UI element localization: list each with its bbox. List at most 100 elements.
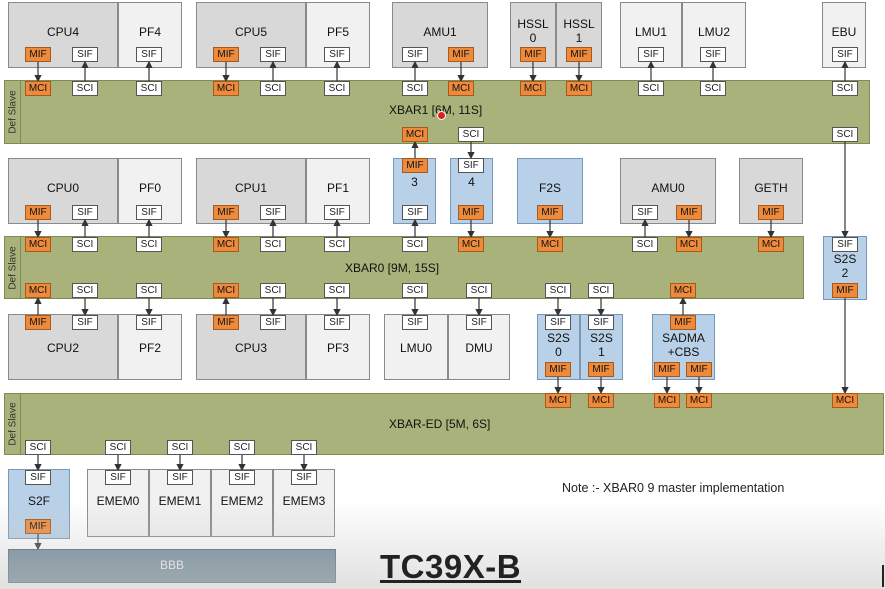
s2s3-mci-port: MCI: [402, 127, 428, 142]
xbared-def-slave: Def Slave: [5, 394, 21, 454]
text-cursor: [882, 565, 884, 587]
hssl0-mci-port: MCI: [520, 81, 546, 96]
s2s4-sif-port: SIF: [458, 158, 484, 173]
f2s-mif-port: MIF: [537, 205, 563, 220]
xbar1-s2s2-sci-port: SCI: [832, 127, 858, 142]
amu0-mci-port: MCI: [676, 237, 702, 252]
note-text: Note :- XBAR0 9 master implementation: [562, 481, 785, 495]
cpu5-sci-port: SCI: [260, 81, 286, 96]
cpu0-block: CPU0: [8, 158, 118, 224]
s2s3-sci-port: SCI: [402, 237, 428, 252]
lmu2-sif-port: SIF: [700, 47, 726, 62]
ebu-sci-port: SCI: [832, 81, 858, 96]
cpu5-label: CPU5: [234, 25, 267, 39]
cpu1-mif-port: MIF: [213, 205, 239, 220]
hssl1-mci-port: MCI: [566, 81, 592, 96]
pf2-label: PF2: [138, 341, 161, 355]
pf1-sci-port: SCI: [324, 237, 350, 252]
cpu0-sif-port: SIF: [72, 205, 98, 220]
cpu5-mci-port: MCI: [213, 81, 239, 96]
pf4-sci-port: SCI: [136, 81, 162, 96]
emem3-sci-port: SCI: [291, 440, 317, 455]
def-slave-label: Def Slave: [7, 245, 18, 290]
sadma-b-mci-port: MCI: [686, 393, 712, 408]
cpu4-sci-port: SCI: [72, 81, 98, 96]
cpu3-sci-port: SCI: [260, 283, 286, 298]
emem1-sif-port: SIF: [167, 470, 193, 485]
hssl0-mif-port: MIF: [520, 47, 546, 62]
pf0-sci-port: SCI: [136, 237, 162, 252]
xbar0-def-slave: Def Slave: [5, 237, 21, 298]
amu1-mci-port: MCI: [448, 81, 474, 96]
dmu-label: DMU: [465, 341, 493, 355]
f2s-label: F2S: [538, 181, 561, 195]
ebu-label: EBU: [831, 25, 857, 39]
cpu4-sif-port: SIF: [72, 47, 98, 62]
cpu0-mci-port: MCI: [25, 237, 51, 252]
s2s3-mif-port: MIF: [402, 158, 428, 173]
xbar0-label: XBAR0 [9M, 15S]: [345, 261, 440, 275]
pf5-sci-port: SCI: [324, 81, 350, 96]
f2s-mci-port: MCI: [537, 237, 563, 252]
ebu-block: EBU: [822, 2, 866, 68]
cpu2-mif-port: MIF: [25, 315, 51, 330]
lmu1-sci-port: SCI: [638, 81, 664, 96]
emem2-sci-port: SCI: [229, 440, 255, 455]
geth-block: GETH: [739, 158, 803, 224]
sadma-mif-port: MIF: [670, 315, 696, 330]
sadma-a-mci-port: MCI: [654, 393, 680, 408]
s2s3-sif-port: SIF: [402, 205, 428, 220]
cpu0-sci-port: SCI: [72, 237, 98, 252]
cpu1-label: CPU1: [234, 181, 267, 195]
pf1-sif-port: SIF: [324, 205, 350, 220]
lmu0-sci-port: SCI: [402, 283, 428, 298]
cpu5-mif-port: MIF: [213, 47, 239, 62]
pf4-sif-port: SIF: [136, 47, 162, 62]
cpu1-block: CPU1: [196, 158, 306, 224]
lmu0-sif-port: SIF: [402, 315, 428, 330]
s2s1-label: S2S 1: [590, 331, 613, 359]
amu1-sci-port: SCI: [402, 81, 428, 96]
ebu-sif-port: SIF: [832, 47, 858, 62]
geth-label: GETH: [754, 181, 788, 195]
pf5-sif-port: SIF: [324, 47, 350, 62]
s2s1-sif-port: SIF: [588, 315, 614, 330]
pf5-label: PF5: [326, 25, 349, 39]
geth-mif-port: MIF: [758, 205, 784, 220]
lmu2-label: LMU2: [697, 25, 730, 39]
s2s0-mci-port: MCI: [545, 393, 571, 408]
lmu1-label: LMU1: [634, 25, 667, 39]
cpu4-mci-port: MCI: [25, 81, 51, 96]
emem3-sif-port: SIF: [291, 470, 317, 485]
amu1-label: AMU1: [423, 25, 457, 39]
s2s2-label: S2S 2: [833, 252, 857, 280]
s2f-sci-port: SCI: [25, 440, 51, 455]
def-slave-label: Def Slave: [7, 402, 18, 446]
cpu3-sif-port: SIF: [260, 315, 286, 330]
cpu2-label: CPU2: [46, 341, 79, 355]
s2s2-sif-port: SIF: [832, 237, 858, 252]
cpu1-sci-port: SCI: [260, 237, 286, 252]
dmu-sif-port: SIF: [466, 315, 492, 330]
s2s0-mif-port: MIF: [545, 362, 571, 377]
cpu0-label: CPU0: [46, 181, 79, 195]
geth-mci-port: MCI: [758, 237, 784, 252]
emem1-sci-port: SCI: [167, 440, 193, 455]
hssl1-label: HSSL 1: [563, 17, 595, 45]
amu0-sif-port: SIF: [632, 205, 658, 220]
hssl1-mif-port: MIF: [566, 47, 592, 62]
s2s4-mif-port: MIF: [458, 205, 484, 220]
cpu4-block: CPU4: [8, 2, 118, 68]
emem0-sci-port: SCI: [105, 440, 131, 455]
s2s0-sci-port: SCI: [545, 283, 571, 298]
dmu-block: DMU: [448, 314, 510, 380]
s2s2-mif-port: MIF: [832, 283, 858, 298]
xbared-bar: Def Slave XBAR-ED [5M, 6S]: [4, 393, 884, 455]
xbared-label: XBAR-ED [5M, 6S]: [389, 417, 491, 431]
cpu3-mif-port: MIF: [213, 315, 239, 330]
cpu2-sif-port: SIF: [72, 315, 98, 330]
xbar1-label: XBAR1 [6M, 11S]: [389, 103, 483, 117]
s2s4-mci-port: MCI: [458, 237, 484, 252]
cpu1-sif-port: SIF: [260, 205, 286, 220]
dmu-sci-port: SCI: [466, 283, 492, 298]
